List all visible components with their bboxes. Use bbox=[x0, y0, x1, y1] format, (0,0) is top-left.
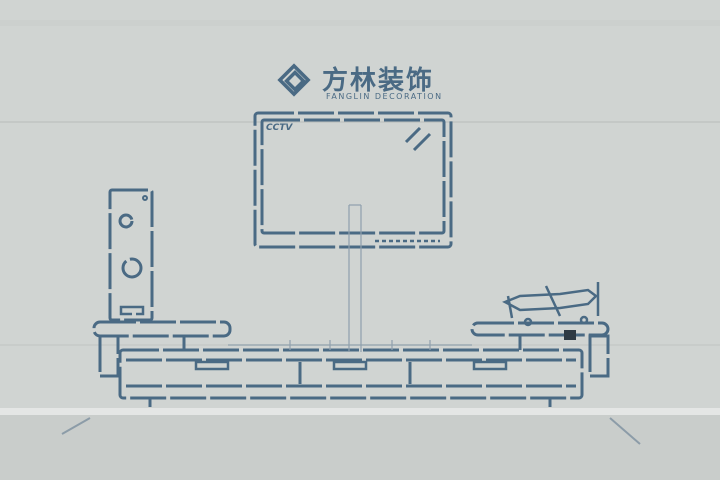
airplane-model bbox=[502, 282, 600, 327]
tv-outline bbox=[253, 111, 453, 249]
wall-socket bbox=[564, 330, 576, 340]
floor-line-left bbox=[61, 417, 91, 435]
floor-dust-strip bbox=[0, 408, 720, 418]
brand-name-chinese: 方林装饰 bbox=[322, 66, 435, 96]
brand-name-english: FANGLIN DECORATION bbox=[326, 92, 443, 101]
concrete-wall bbox=[0, 0, 720, 415]
wall-band bbox=[0, 20, 720, 26]
tv-channel-logo: CCTV bbox=[266, 123, 293, 133]
floor bbox=[0, 415, 720, 480]
speaker-tower bbox=[108, 188, 154, 322]
diamond-knot-icon bbox=[277, 63, 311, 97]
floor-line-right bbox=[609, 417, 641, 445]
tv-cabinet bbox=[92, 320, 610, 407]
